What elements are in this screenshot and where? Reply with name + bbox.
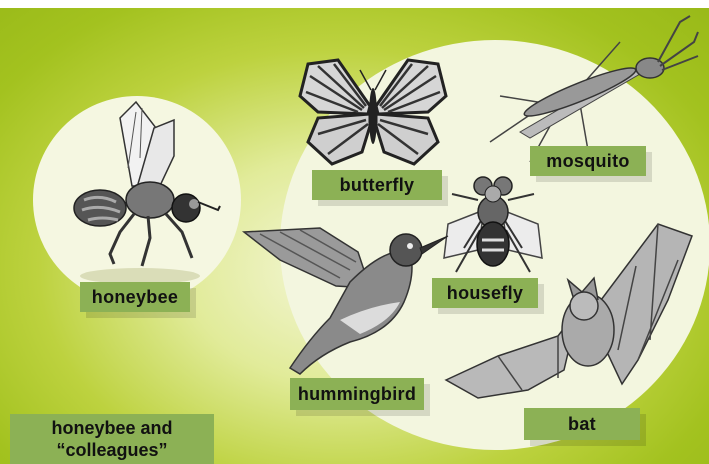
- mosquito-label: mosquito: [530, 146, 646, 176]
- mosquito-icon: [480, 12, 700, 162]
- honeybee-icon: [70, 98, 240, 278]
- bat-icon: [438, 220, 700, 400]
- title-caption-line2: “colleagues”: [10, 439, 214, 461]
- bat-label: bat: [524, 408, 640, 440]
- title-caption: honeybee and “colleagues”: [10, 414, 214, 464]
- housefly-label: housefly: [432, 278, 538, 308]
- hummingbird-label: hummingbird: [290, 378, 424, 410]
- honeybee-label: honeybee: [80, 282, 190, 312]
- butterfly-icon: [298, 56, 448, 171]
- hummingbird-icon: [240, 222, 450, 382]
- title-caption-line1: honeybee and: [10, 417, 214, 439]
- butterfly-label: butterfly: [312, 170, 442, 200]
- top-border: [0, 0, 709, 8]
